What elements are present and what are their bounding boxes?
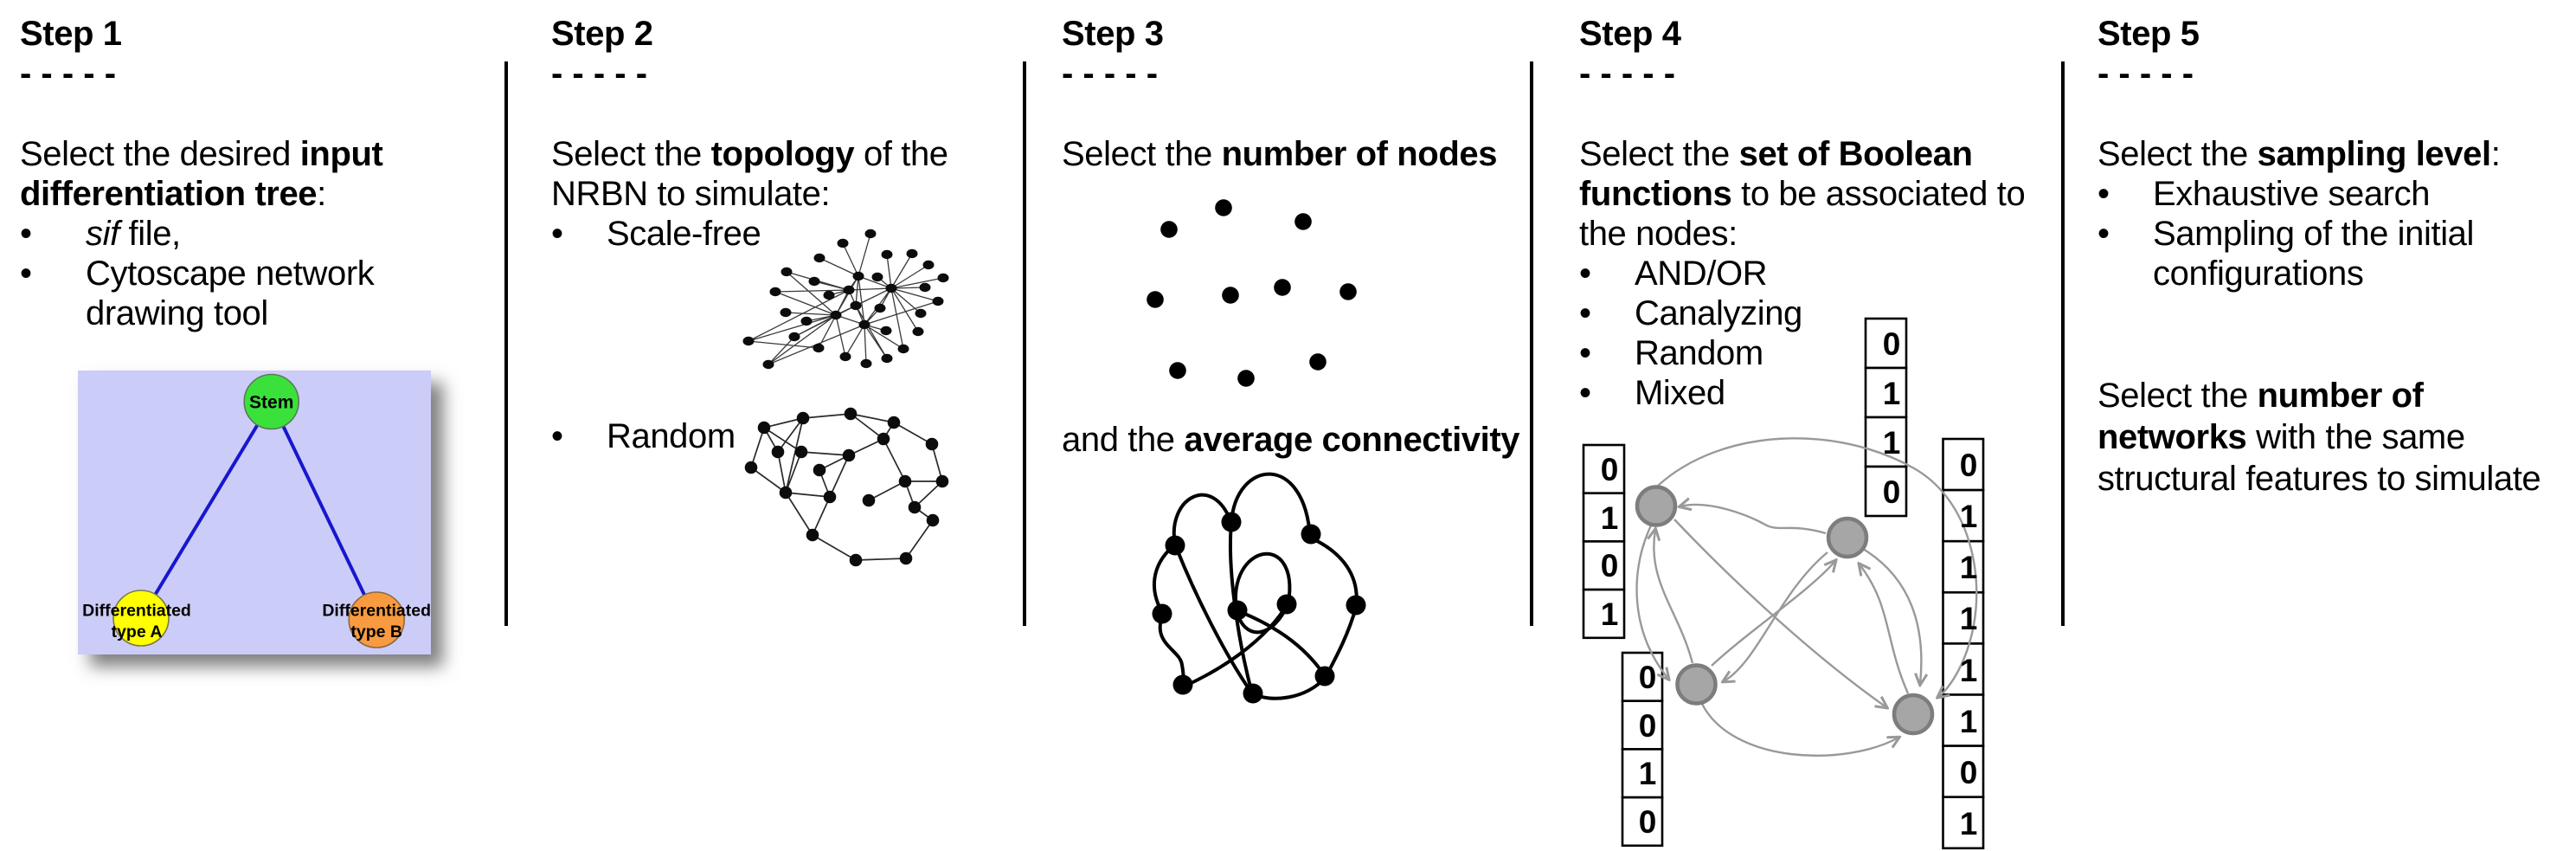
svg-text:type A: type A bbox=[112, 622, 163, 641]
svg-text:0: 0 bbox=[1639, 660, 1657, 695]
svg-text:0: 0 bbox=[1960, 755, 1978, 790]
svg-text:1: 1 bbox=[1883, 425, 1901, 461]
svg-text:Stem: Stem bbox=[249, 393, 293, 413]
svg-text:0: 0 bbox=[1639, 708, 1657, 744]
svg-text:1: 1 bbox=[1601, 500, 1619, 536]
svg-text:1: 1 bbox=[1960, 550, 1978, 585]
svg-text:1: 1 bbox=[1883, 376, 1901, 411]
svg-text:0: 0 bbox=[1883, 474, 1901, 510]
svg-text:0: 0 bbox=[1601, 452, 1619, 487]
svg-text:Differentiated: Differentiated bbox=[322, 602, 431, 621]
svg-text:0: 0 bbox=[1639, 804, 1657, 840]
svg-text:1: 1 bbox=[1960, 704, 1978, 739]
svg-text:0: 0 bbox=[1960, 448, 1978, 483]
svg-text:1: 1 bbox=[1601, 596, 1619, 632]
svg-text:type B: type B bbox=[350, 622, 402, 641]
svg-text:Differentiated: Differentiated bbox=[82, 602, 191, 621]
svg-text:1: 1 bbox=[1960, 653, 1978, 688]
svg-text:1: 1 bbox=[1639, 756, 1657, 791]
svg-text:1: 1 bbox=[1960, 499, 1978, 534]
svg-text:1: 1 bbox=[1960, 806, 1978, 841]
svg-text:1: 1 bbox=[1960, 601, 1978, 636]
svg-text:0: 0 bbox=[1601, 548, 1619, 583]
svg-text:0: 0 bbox=[1883, 326, 1901, 362]
